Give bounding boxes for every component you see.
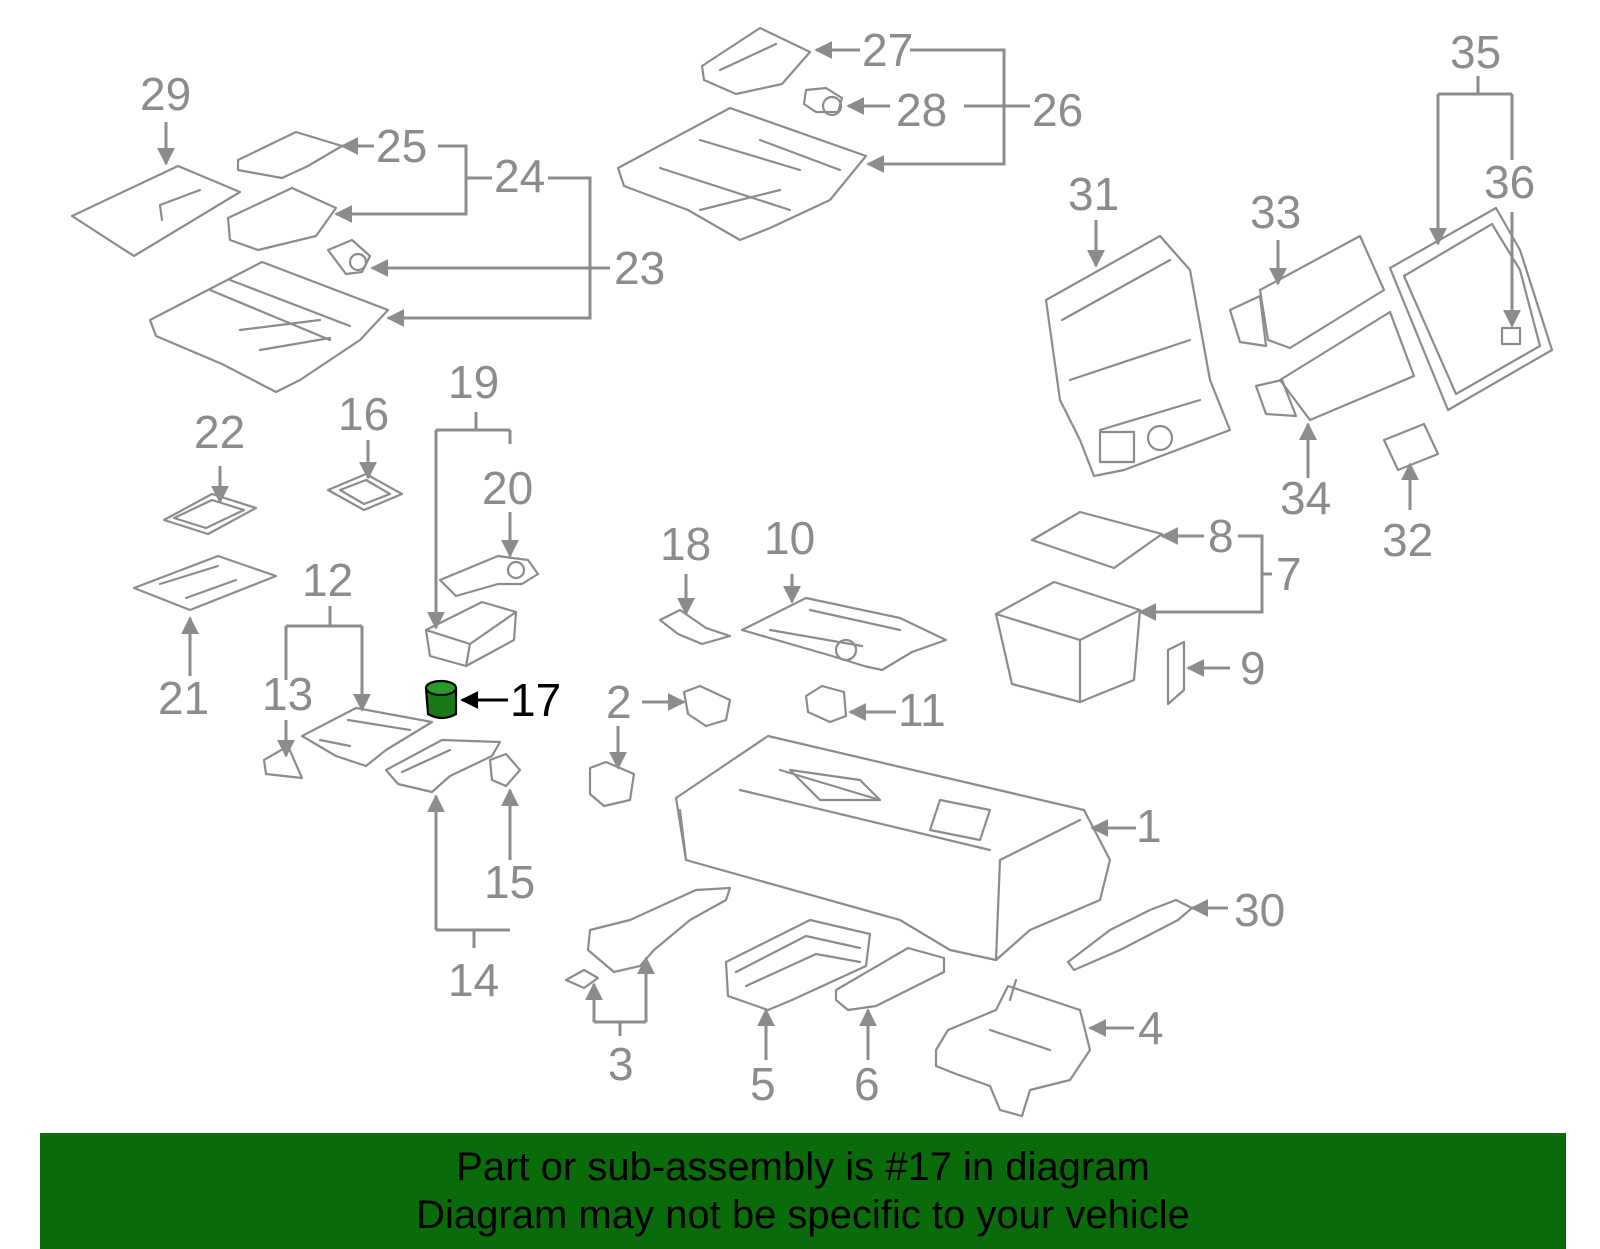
callout-9: 9 (1240, 642, 1266, 694)
part-35 (1388, 206, 1554, 412)
part-13 (262, 744, 304, 780)
callout-23: 23 (614, 242, 665, 294)
callout-13: 13 (262, 668, 313, 720)
part-24-base (148, 260, 390, 394)
part-32 (1382, 422, 1440, 472)
callout-20: 20 (482, 462, 533, 514)
callout-27: 27 (862, 24, 913, 76)
part-25 (236, 130, 344, 180)
callout-35: 35 (1450, 26, 1501, 78)
callout-14: 14 (448, 954, 499, 1006)
part-18 (658, 608, 732, 646)
info-banner: Part or sub-assembly is #17 in diagram D… (40, 1133, 1566, 1249)
part-34 (1254, 310, 1416, 422)
callout-11: 11 (898, 684, 946, 736)
part-17 (424, 679, 458, 720)
part-20 (438, 554, 540, 598)
callout-8: 8 (1208, 510, 1234, 562)
callout-19: 19 (448, 356, 499, 408)
callout-21: 21 (158, 672, 209, 724)
part-19 (424, 600, 518, 668)
callout-1: 1 (1136, 800, 1162, 852)
callout-28: 28 (896, 84, 947, 136)
part-31 (1044, 234, 1232, 478)
part-23 (326, 238, 372, 276)
part-30 (1066, 898, 1194, 972)
part-11 (804, 684, 848, 724)
part-22 (162, 492, 258, 536)
part-4 (934, 978, 1092, 1118)
banner-line-1: Part or sub-assembly is #17 in diagram (456, 1145, 1150, 1189)
callout-36: 36 (1484, 156, 1535, 208)
callout-29: 29 (140, 68, 191, 120)
callout-25: 25 (376, 120, 427, 172)
callout-labels: 29 25 24 23 27 28 26 22 16 19 20 21 12 1… (140, 24, 1535, 1110)
part-21 (132, 554, 278, 612)
part-14 (384, 738, 502, 794)
callout-15: 15 (484, 856, 535, 908)
part-9 (1166, 640, 1186, 706)
part-26 (616, 106, 868, 242)
part-15 (488, 752, 522, 788)
callout-10: 10 (764, 512, 815, 564)
callout-16: 16 (338, 388, 389, 440)
part-24-tray (226, 186, 338, 252)
callout-26: 26 (1032, 84, 1083, 136)
part-1 (674, 734, 1112, 962)
callout-3: 3 (608, 1038, 634, 1090)
part-2a (682, 684, 732, 728)
callout-5: 5 (750, 1058, 776, 1110)
callout-22: 22 (194, 406, 245, 458)
part-10 (740, 596, 948, 672)
callout-17: 17 (510, 674, 561, 726)
callout-24: 24 (494, 150, 545, 202)
part-8 (1030, 510, 1164, 570)
callout-6: 6 (854, 1058, 880, 1110)
part-16 (326, 472, 404, 512)
callout-7: 7 (1276, 548, 1302, 600)
callout-34: 34 (1280, 472, 1331, 524)
part-36 (1500, 326, 1522, 346)
callout-31: 31 (1068, 168, 1119, 220)
part-7 (994, 580, 1142, 704)
part-3 (564, 886, 732, 990)
leader-lines (157, 41, 1521, 1060)
callout-4: 4 (1138, 1002, 1164, 1054)
part-12 (300, 706, 434, 768)
callout-12: 12 (302, 554, 353, 606)
callout-2: 2 (606, 676, 632, 728)
part-2b (588, 760, 636, 808)
callout-32: 32 (1382, 514, 1433, 566)
part-28 (802, 86, 844, 117)
callout-18: 18 (660, 518, 711, 570)
part-5 (724, 918, 872, 1012)
part-33 (1228, 234, 1386, 350)
callout-30: 30 (1234, 884, 1285, 936)
part-27 (700, 26, 812, 96)
parts-diagram: 29 25 24 23 27 28 26 22 16 19 20 21 12 1… (70, 24, 1554, 1118)
part-6 (834, 946, 946, 1012)
part-29 (70, 164, 242, 258)
banner-line-2: Diagram may not be specific to your vehi… (416, 1193, 1190, 1237)
callout-33: 33 (1250, 186, 1301, 238)
